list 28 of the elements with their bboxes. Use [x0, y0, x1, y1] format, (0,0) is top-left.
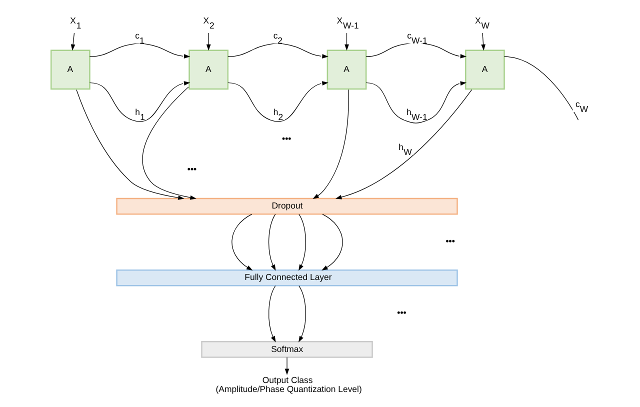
arrow: [298, 285, 306, 342]
connector: [504, 56, 579, 120]
node-text: Output Class (Amplitude/Phase Quantization Level): [216, 374, 362, 394]
arrow: [70, 32, 76, 51]
node-box: Dropout: [116, 198, 458, 215]
arrow: [344, 32, 349, 51]
arrow: [481, 32, 486, 51]
arrow: [335, 89, 472, 200]
arrow: [268, 285, 276, 342]
arrow: [76, 89, 184, 200]
arrow: [268, 214, 276, 271]
label: •••: [446, 236, 455, 246]
arrow: [312, 89, 349, 199]
label: •••: [397, 307, 406, 318]
arrow: [232, 214, 253, 270]
label: •••: [187, 164, 197, 174]
arrow: [284, 357, 290, 375]
arrow: [366, 42, 467, 58]
arrow: [322, 214, 343, 270]
node-box: Softmax: [201, 341, 373, 358]
arrow: [298, 214, 306, 271]
arrow: [228, 43, 328, 58]
arrow: [89, 43, 190, 58]
arrow: [206, 32, 211, 51]
arrow: [142, 86, 196, 200]
node-box: Fully Connected Layer: [116, 269, 458, 286]
arrow: [366, 81, 467, 124]
label: •••: [282, 134, 292, 144]
